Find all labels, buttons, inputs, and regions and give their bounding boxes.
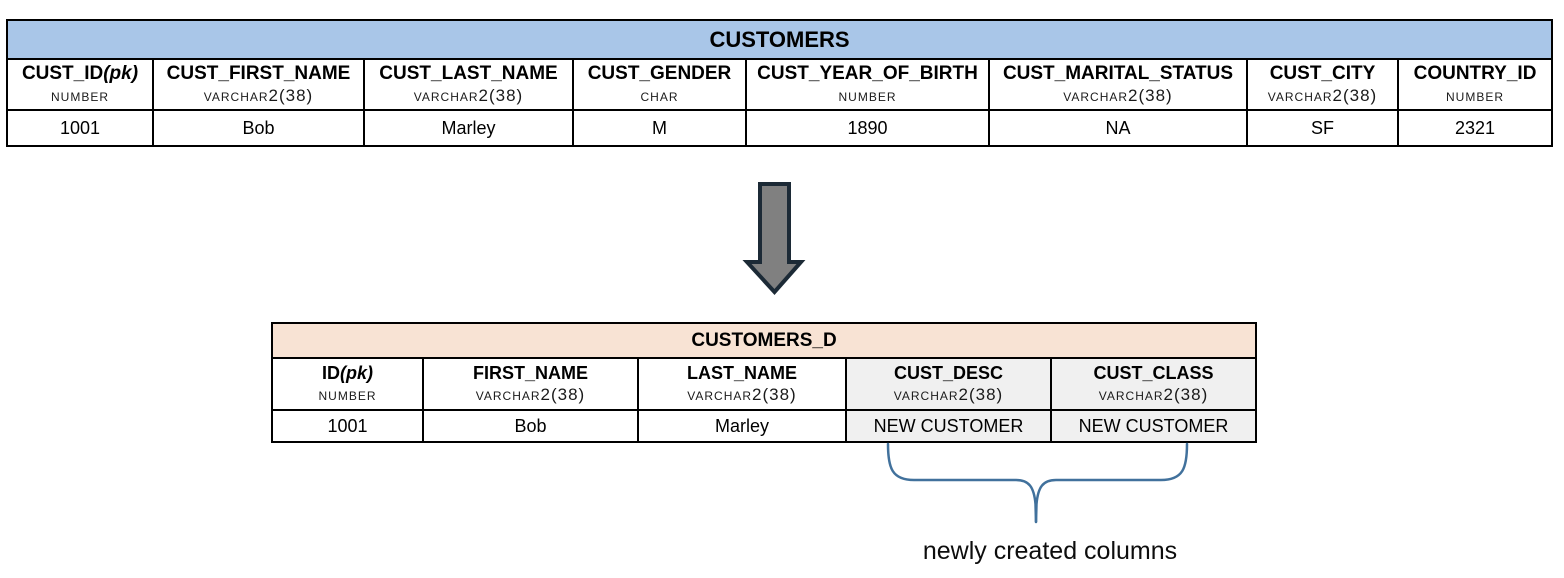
column-type: VARCHAR2(38) <box>203 86 314 106</box>
table-cell: NA <box>988 109 1248 147</box>
customers-title-row: CUSTOMERS <box>5 19 1554 60</box>
column-type: NUMBER <box>1446 86 1505 106</box>
column-name: CUST_ID(pk) <box>12 62 148 86</box>
column-type: VARCHAR2(38) <box>1098 385 1209 405</box>
column-name: FIRST_NAME <box>428 362 633 385</box>
customers-header-row: CUST_ID(pk) NUMBER CUST_FIRST_NAME VARCH… <box>6 58 1554 111</box>
annotation-newly-created-columns: newly created columns <box>922 537 1178 565</box>
table-cell: 1890 <box>745 109 990 147</box>
customers-d-header-row: ID(pk) NUMBER FIRST_NAME VARCHAR2(38) LA… <box>271 357 1258 411</box>
column-name: CUST_CITY <box>1252 62 1393 86</box>
column-name-text: CUST_LAST_NAME <box>379 62 558 84</box>
table-cell: M <box>572 109 747 147</box>
table-cell-new: NEW CUSTOMER <box>1049 409 1258 443</box>
table-cell: Bob <box>422 409 639 443</box>
down-arrow-icon <box>740 180 810 298</box>
pk-marker: (pk) <box>103 62 139 84</box>
column-name-text: CUST_MARITAL_STATUS <box>1002 62 1234 84</box>
column-name: CUST_YEAR_OF_BIRTH <box>751 62 984 86</box>
customers-d-table: CUSTOMERS_D ID(pk) NUMBER FIRST_NAME VAR… <box>270 322 1258 443</box>
column-header: CUST_CITY VARCHAR2(38) <box>1246 58 1399 111</box>
column-name-text: LAST_NAME <box>686 362 797 383</box>
column-name: ID(pk) <box>277 362 418 385</box>
column-name-text: CUST_DESC <box>893 362 1004 383</box>
column-type: VARCHAR2(38) <box>1267 86 1378 106</box>
pk-marker: (pk) <box>340 362 373 383</box>
column-name-text: CUST_GENDER <box>587 62 732 84</box>
column-header-new: CUST_DESC VARCHAR2(38) <box>845 357 1052 411</box>
table-cell: 1001 <box>271 409 424 443</box>
column-type: VARCHAR2(38) <box>687 385 797 405</box>
table-cell: Marley <box>637 409 847 443</box>
column-header: CUST_GENDER CHAR <box>572 58 747 111</box>
column-type: NUMBER <box>838 86 897 106</box>
column-header: CUST_FIRST_NAME VARCHAR2(38) <box>152 58 365 111</box>
column-header: CUST_LAST_NAME VARCHAR2(38) <box>363 58 574 111</box>
table-cell: 2321 <box>1396 109 1554 147</box>
customers-d-table-title: CUSTOMERS_D <box>270 322 1258 359</box>
curly-brace-icon <box>880 438 1200 528</box>
customers-d-title-row: CUSTOMERS_D <box>270 322 1258 359</box>
column-type: CHAR <box>640 86 679 106</box>
table-cell-new: NEW CUSTOMER <box>845 409 1052 443</box>
column-type: NUMBER <box>50 86 109 106</box>
customers-table: CUSTOMERS CUST_ID(pk) NUMBER CUST_FIRST_… <box>5 19 1554 147</box>
customers-table-title: CUSTOMERS <box>5 19 1554 60</box>
column-name: CUST_MARITAL_STATUS <box>994 62 1242 86</box>
column-name: LAST_NAME <box>643 362 841 385</box>
column-header: ID(pk) NUMBER <box>271 357 424 411</box>
column-name: CUST_LAST_NAME <box>369 62 568 86</box>
column-header-new: CUST_CLASS VARCHAR2(38) <box>1049 357 1258 411</box>
column-header: CUST_ID(pk) NUMBER <box>6 58 154 111</box>
column-type: VARCHAR2(38) <box>1063 86 1173 106</box>
column-type: VARCHAR2(38) <box>893 385 1004 405</box>
column-type: VARCHAR2(38) <box>413 86 524 106</box>
column-name: CUST_FIRST_NAME <box>158 62 359 86</box>
table-cell: Marley <box>363 109 574 147</box>
column-name-text: FIRST_NAME <box>472 362 588 383</box>
customers-data-row: 1001 Bob Marley M 1890 NA SF 2321 <box>6 109 1554 147</box>
column-name: CUST_CLASS <box>1056 362 1251 385</box>
column-header: COUNTRY_ID NUMBER <box>1396 58 1554 111</box>
column-name: COUNTRY_ID <box>1403 62 1547 86</box>
column-name-text: COUNTRY_ID <box>1413 62 1537 84</box>
customers-d-data-row: 1001 Bob Marley NEW CUSTOMER NEW CUSTOME… <box>271 409 1258 443</box>
column-name-text: CUST_CITY <box>1269 62 1376 84</box>
column-header: CUST_MARITAL_STATUS VARCHAR2(38) <box>988 58 1248 111</box>
column-name-text: CUST_YEAR_OF_BIRTH <box>757 62 978 84</box>
column-name-text: CUST_ID <box>21 62 104 84</box>
table-cell: Bob <box>152 109 365 147</box>
table-cell: SF <box>1246 109 1399 147</box>
column-type: NUMBER <box>318 385 377 405</box>
column-name: CUST_DESC <box>851 362 1046 385</box>
column-name-text: ID <box>322 362 340 383</box>
column-header: CUST_YEAR_OF_BIRTH NUMBER <box>745 58 990 111</box>
column-header: LAST_NAME VARCHAR2(38) <box>637 357 847 411</box>
column-name-text: CUST_CLASS <box>1093 362 1214 383</box>
column-name-text: CUST_FIRST_NAME <box>166 62 351 84</box>
table-cell: 1001 <box>6 109 154 147</box>
column-type: VARCHAR2(38) <box>475 385 586 405</box>
column-header: FIRST_NAME VARCHAR2(38) <box>422 357 639 411</box>
column-name: CUST_GENDER <box>578 62 741 86</box>
